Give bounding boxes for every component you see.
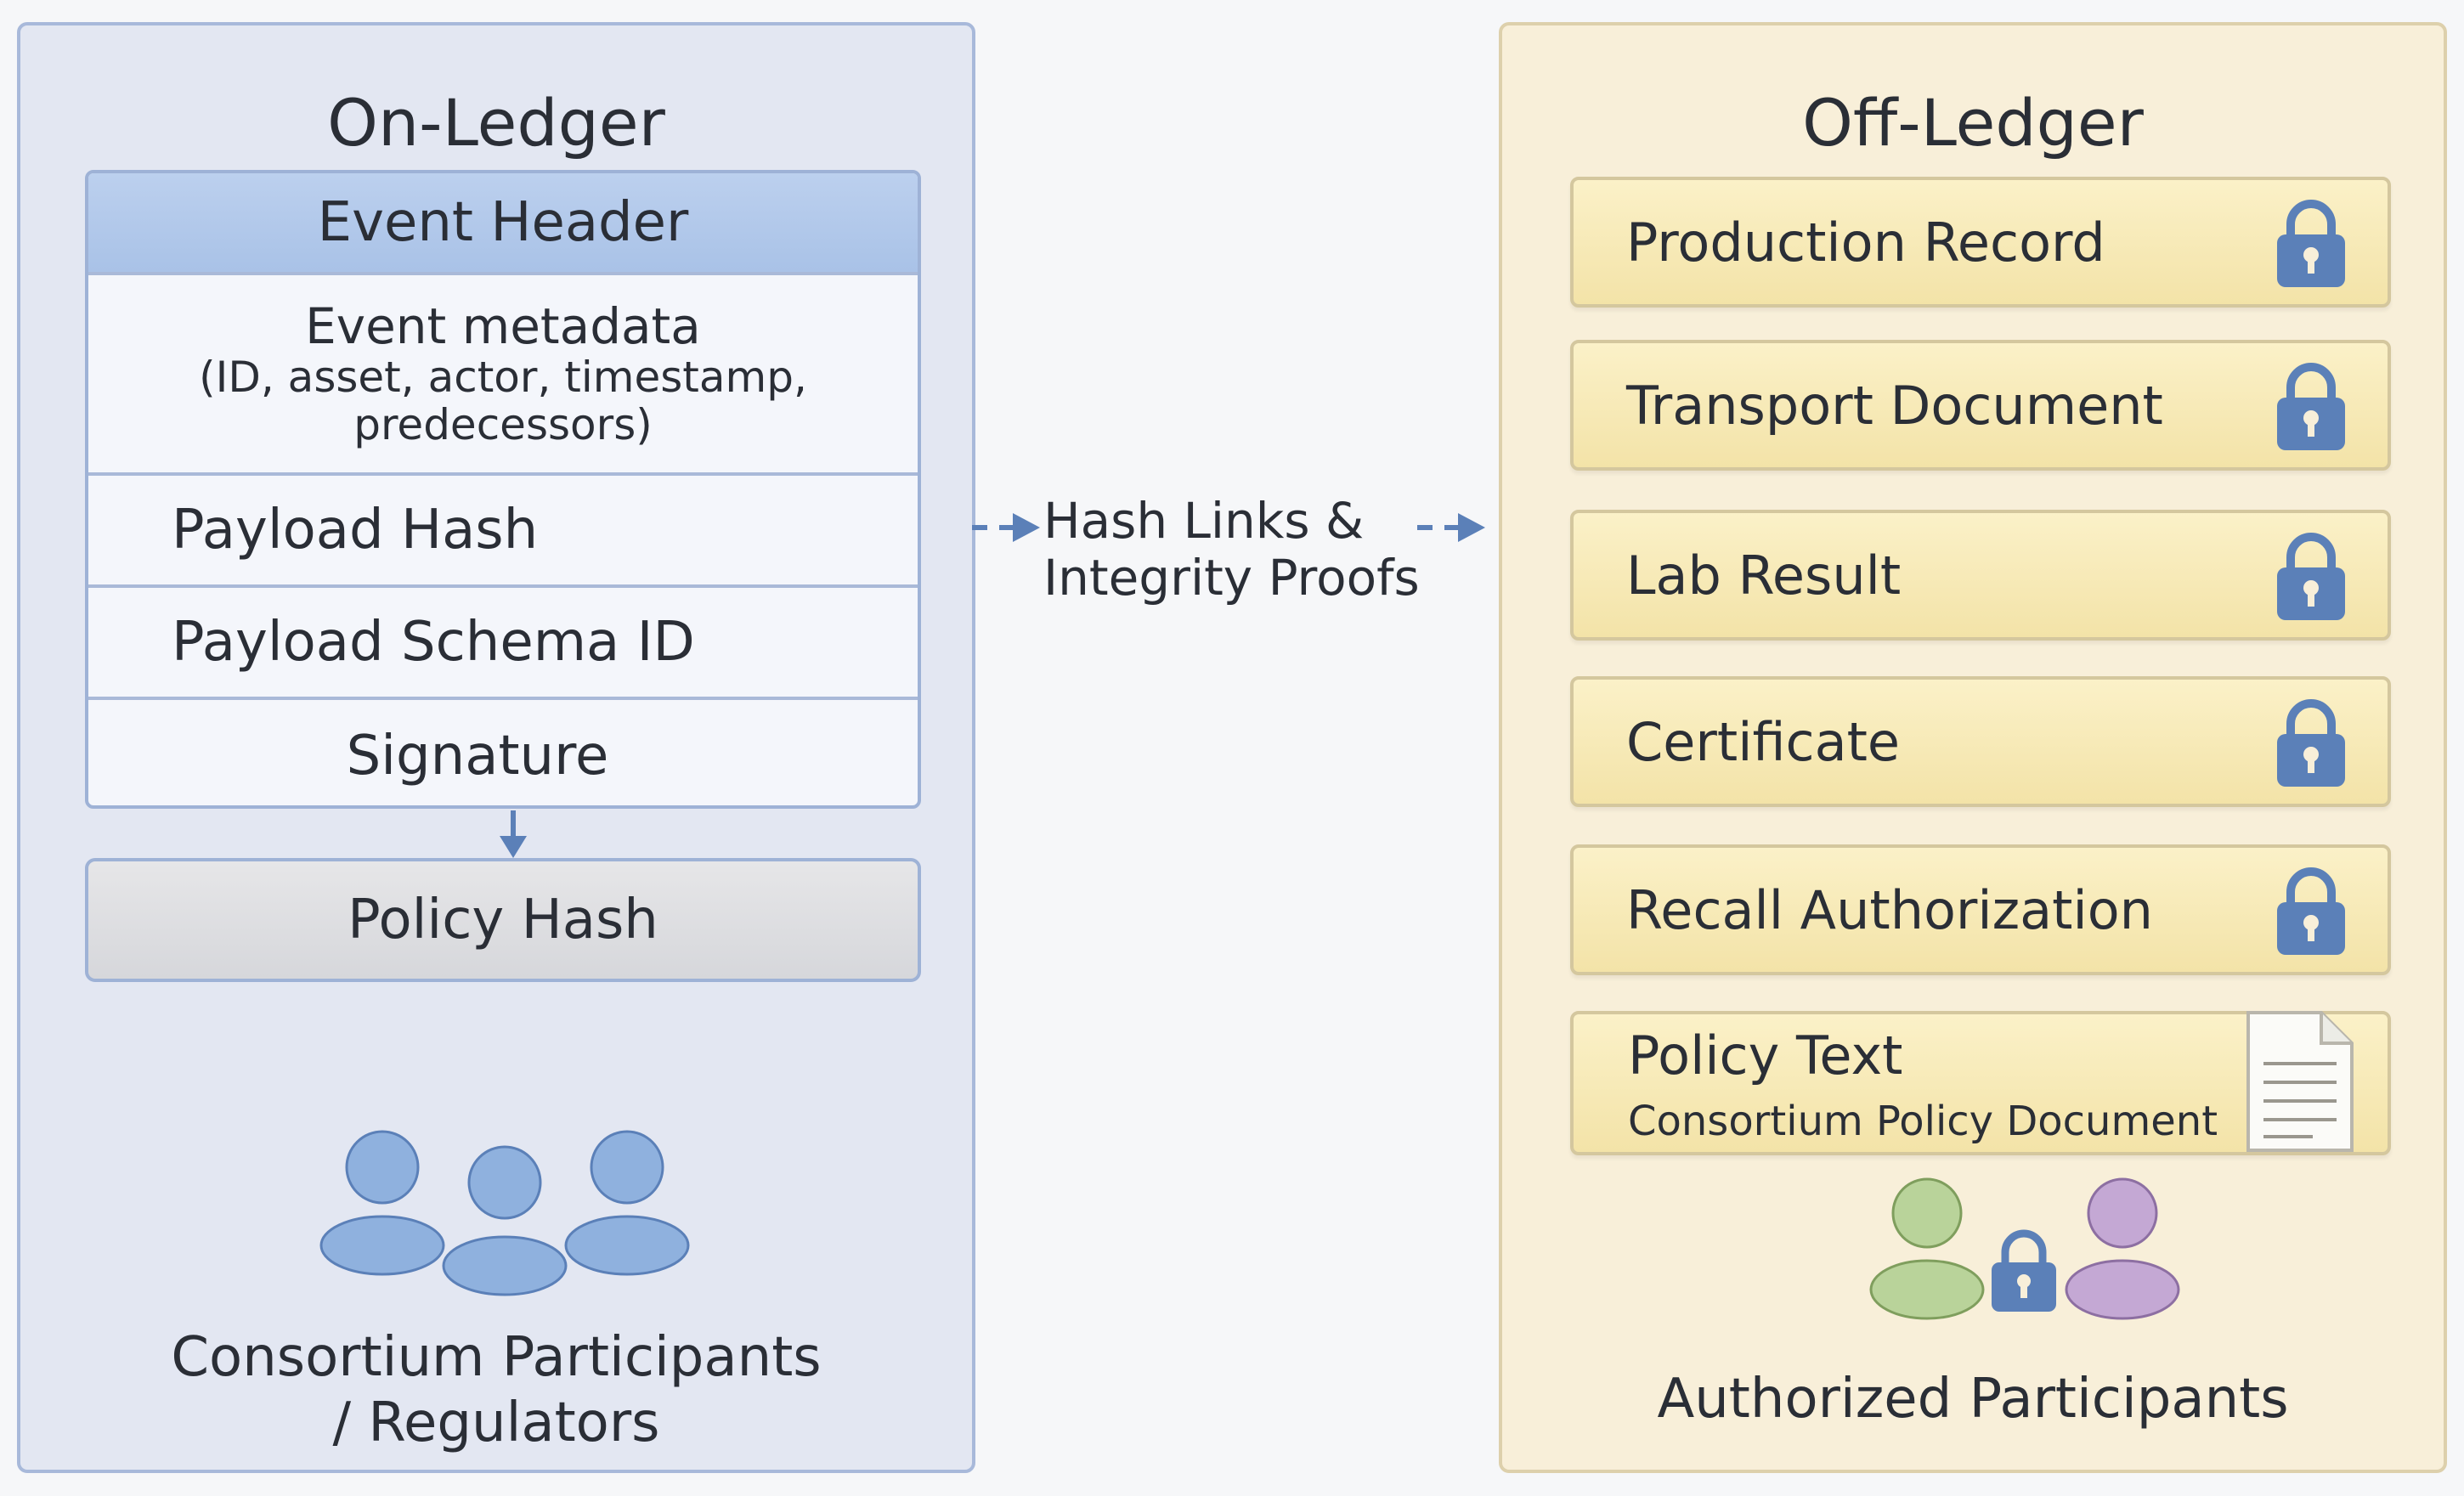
off-ledger-panel: Off-Ledger Production Record Transport D… (1499, 22, 2447, 1473)
payload-schema-row: Payload Schema ID (88, 588, 918, 700)
doc-item-label: Recall Authorization (1626, 878, 2153, 941)
doc-item-label: Certificate (1626, 710, 1901, 773)
signature-row: Signature (88, 700, 918, 805)
doc-item-policy-text: Policy Text Consortium Policy Document (1570, 1011, 2391, 1155)
hash-links-line2: Integrity Proofs (1043, 548, 1420, 607)
event-metadata-fields-cont: predecessors) (353, 400, 653, 450)
doc-item-label: Lab Result (1626, 544, 1902, 607)
lock-icon (2277, 533, 2345, 620)
authorized-participants-caption: Authorized Participants (1657, 1368, 2289, 1431)
down-arrow-icon (500, 810, 527, 858)
doc-item-label: Production Record (1626, 211, 2105, 274)
consortium-participants-caption: Consortium Participants / Regulators (20, 1325, 972, 1456)
lock-icon (2277, 363, 2345, 450)
authorized-group-icon (1869, 1177, 2180, 1320)
on-ledger-panel: On-Ledger Event Header Event metadata (I… (17, 22, 975, 1473)
event-record: Event Header Event metadata (ID, asset, … (85, 170, 921, 809)
on-ledger-title: On-Ledger (327, 85, 665, 161)
lock-icon (2277, 200, 2345, 287)
document-page-icon (2246, 1011, 2354, 1152)
doc-item-label: Transport Document (1626, 374, 2163, 437)
payload-hash-label: Payload Hash (172, 499, 539, 562)
payload-schema-label: Payload Schema ID (172, 611, 695, 674)
participants-line2: / Regulators (332, 1391, 660, 1454)
policy-text-title: Policy Text (1628, 1025, 1903, 1087)
policy-text-subtitle: Consortium Policy Document (1628, 1098, 2218, 1145)
hash-links-line1: Hash Links & (1043, 492, 1365, 550)
dashed-arrow-left-icon (972, 513, 1040, 542)
participants-line1: Consortium Participants (171, 1326, 822, 1389)
doc-item-production-record: Production Record (1570, 177, 2391, 308)
doc-item-lab-result: Lab Result (1570, 510, 2391, 641)
event-header-label: Event Header (317, 191, 689, 254)
doc-item-transport-document: Transport Document (1570, 340, 2391, 471)
event-metadata-title: Event metadata (305, 296, 701, 355)
policy-hash-box: Policy Hash (85, 858, 921, 982)
lock-icon (2277, 867, 2345, 955)
signature-label: Signature (346, 725, 609, 788)
off-ledger-title: Off-Ledger (1802, 85, 2144, 161)
hash-links-label: Hash Links & Integrity Proofs (1043, 493, 1434, 606)
event-header: Event Header (88, 173, 918, 275)
doc-item-certificate: Certificate (1570, 676, 2391, 807)
payload-hash-row: Payload Hash (88, 476, 918, 588)
consortium-group-icon (319, 1130, 690, 1296)
policy-hash-label: Policy Hash (348, 889, 658, 951)
event-metadata-fields: (ID, asset, actor, timestamp, (199, 353, 807, 403)
doc-item-recall-authorization: Recall Authorization (1570, 844, 2391, 975)
event-metadata: Event metadata (ID, asset, actor, timest… (88, 275, 918, 476)
lock-icon (2277, 699, 2345, 787)
dashed-arrow-right-icon (1417, 513, 1485, 542)
